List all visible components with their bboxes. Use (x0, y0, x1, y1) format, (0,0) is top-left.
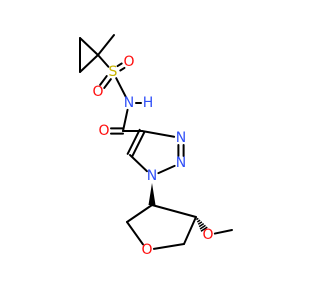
bond-cp1-s (97, 54, 110, 68)
bond-c_am-o_am-double (110, 127, 124, 135)
bond-thf4-o_me-hash (195, 216, 208, 232)
atom-label-o_s2: O (92, 84, 103, 100)
atom-label-o_am: O (98, 123, 109, 139)
bond-s-o_s1-double (116, 62, 126, 72)
bond-thf2-o_ring (126, 221, 144, 246)
bond-s-n_h (115, 77, 127, 98)
atom-label-n3: N (176, 130, 186, 146)
bond-o_me-me2 (213, 229, 233, 235)
atom-label-s: S (109, 64, 118, 80)
bond-cp1-cp3 (79, 54, 99, 73)
atom-label-h_n: H (143, 95, 154, 111)
bond-n3-n2-double (177, 144, 185, 157)
bond-n_h-c_am (122, 108, 129, 132)
atom-label-n2: N (176, 155, 186, 171)
bond-c4-n3 (141, 130, 176, 138)
atom-label-n_h: N (124, 95, 134, 111)
bond-thf3-thf2 (126, 204, 153, 223)
atom-label-o_ring: O (141, 242, 152, 258)
bond-n2-n1 (157, 164, 176, 175)
bond-thf5-thf4 (183, 216, 197, 245)
bond-n1-thf3-wedge (148, 183, 156, 205)
bond-s-o_s2-double (99, 75, 112, 89)
bond-cp1-cp2 (79, 37, 99, 56)
bond-o_ring-thf5 (152, 243, 185, 250)
atom-label-o_me: O (202, 227, 213, 243)
bonds-layer (79, 34, 233, 250)
bond-thf3-thf4 (151, 204, 197, 218)
bond-n1-c5 (129, 154, 148, 173)
atom-label-n1: N (147, 168, 157, 184)
bond-me1-cp1 (97, 34, 115, 56)
bond-c5-c4-double (126, 128, 146, 158)
atom-label-o_s1: O (123, 54, 134, 70)
